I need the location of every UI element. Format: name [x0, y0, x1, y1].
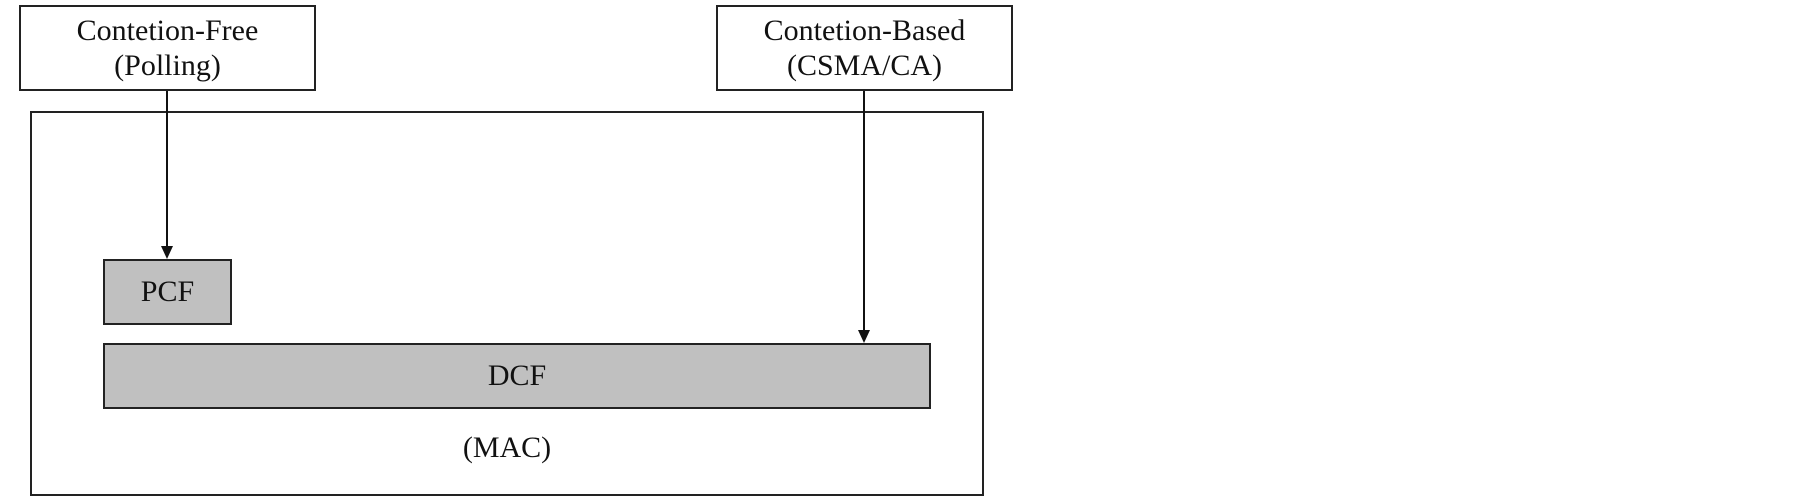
contention-free-subtitle: (Polling): [114, 49, 221, 82]
contention-based-title: Contetion-Based: [763, 13, 966, 47]
mac-label: (MAC): [462, 431, 552, 464]
dcf-box: DCF: [103, 343, 931, 409]
contention-based-subtitle: (CSMA/CA): [786, 49, 943, 82]
contention-free-title: Contetion-Free: [76, 13, 259, 47]
pcf-box: PCF: [103, 259, 232, 325]
pcf-label: PCF: [140, 275, 195, 309]
contention-based-box: Contetion-Based (CSMA/CA): [716, 5, 1013, 91]
dcf-label: DCF: [487, 359, 547, 393]
contention-free-box: Contetion-Free (Polling): [19, 5, 316, 91]
